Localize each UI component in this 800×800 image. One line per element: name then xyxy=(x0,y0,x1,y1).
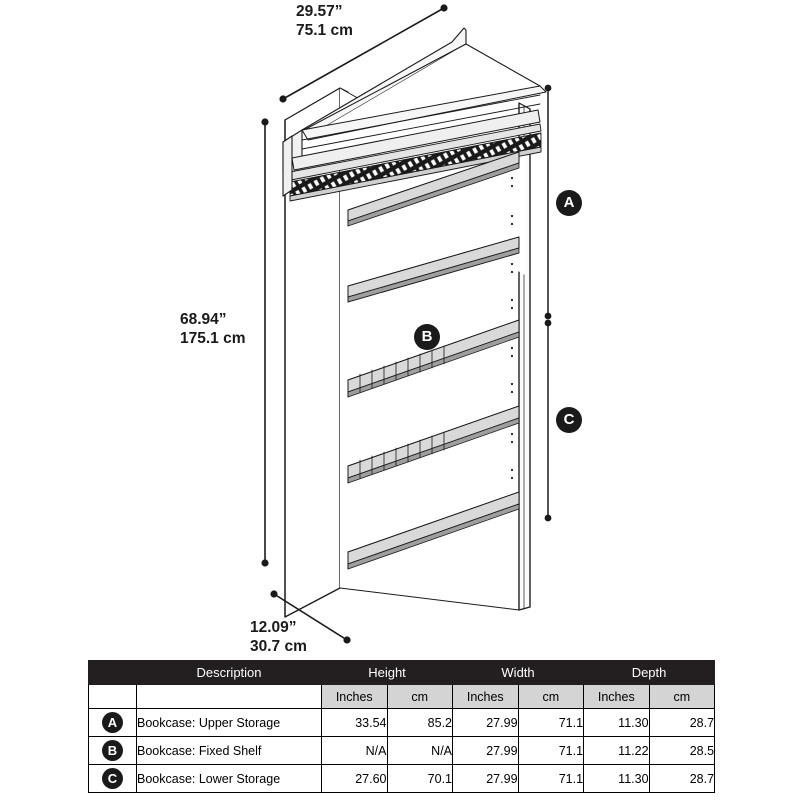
dimension-dots-height xyxy=(261,118,269,567)
row-description: Bookcase: Upper Storage xyxy=(136,708,322,737)
row-badge-cell: A xyxy=(88,708,137,737)
unit-height-cm: cm xyxy=(386,684,454,709)
row-description: Bookcase: Lower Storage xyxy=(136,764,322,793)
row-height-cm: 70.1 xyxy=(386,764,454,793)
row-depth-inches: 11.22 xyxy=(583,736,650,765)
row-width-inches: 27.99 xyxy=(452,708,519,737)
width-inches-text: 29.57” xyxy=(296,3,343,20)
shelf-1 xyxy=(347,151,520,227)
shelf-support-ribs xyxy=(359,345,445,479)
row-width-inches: 27.99 xyxy=(452,764,519,793)
row-depth-cm: 28.7 xyxy=(648,764,716,793)
depth-cm-text: 30.7 cm xyxy=(250,638,307,655)
row-depth-inches: 11.30 xyxy=(583,708,650,737)
row-height-cm: 85.2 xyxy=(386,708,454,737)
table-row: C Bookcase: Lower Storage 27.60 70.1 27.… xyxy=(88,764,716,793)
header-height: Height xyxy=(320,660,454,685)
row-width-cm: 71.1 xyxy=(517,764,585,793)
shelf-pin-holes xyxy=(510,176,514,480)
callout-badge-b: B xyxy=(414,324,440,350)
width-dimension-label: 29.57” 75.1 cm xyxy=(296,2,353,40)
row-badge-cell: C xyxy=(88,764,137,793)
dimension-dots-width xyxy=(279,4,448,103)
row-badge-c: C xyxy=(102,768,123,789)
row-badge-b: B xyxy=(102,740,123,761)
top-left-corner-block xyxy=(282,135,293,197)
table-body: A Bookcase: Upper Storage 33.54 85.2 27.… xyxy=(88,708,716,793)
depth-dimension-label: 12.09” 30.7 cm xyxy=(250,618,307,656)
row-depth-cm: 28.5 xyxy=(648,736,716,765)
dimension-dots-depth xyxy=(270,590,351,644)
header-width: Width xyxy=(452,660,585,685)
table-group-header-row: Description Height Width Depth xyxy=(88,660,716,685)
dimensions-table: Description Height Width Depth Inches cm… xyxy=(88,660,716,793)
unit-width-cm: cm xyxy=(517,684,585,709)
unit-badge-blank xyxy=(88,684,137,709)
row-depth-cm: 28.7 xyxy=(648,708,716,737)
width-cm-text: 75.1 cm xyxy=(296,22,353,39)
shelf-4 xyxy=(347,405,520,484)
row-height-inches: 27.60 xyxy=(321,764,388,793)
dimension-dots-upper-storage xyxy=(544,84,552,320)
depth-inches-text: 12.09” xyxy=(250,619,297,636)
height-dimension-label: 68.94” 175.1 cm xyxy=(180,310,246,348)
table-row: B Bookcase: Fixed Shelf N/A N/A 27.99 71… xyxy=(88,736,716,765)
shelf-2 xyxy=(347,236,520,303)
unit-width-inches: Inches xyxy=(452,684,519,709)
row-height-inches: 33.54 xyxy=(321,708,388,737)
row-height-cm: N/A xyxy=(386,736,454,765)
header-depth: Depth xyxy=(583,660,716,685)
callout-badge-c: C xyxy=(556,407,582,433)
row-description: Bookcase: Fixed Shelf xyxy=(136,736,322,765)
crown-moulding-top xyxy=(282,27,547,275)
unit-height-inches: Inches xyxy=(321,684,388,709)
dimension-line-width xyxy=(282,7,445,100)
row-depth-inches: 11.30 xyxy=(583,764,650,793)
unit-description-blank xyxy=(136,684,322,709)
shelf-3-fixed xyxy=(347,319,520,398)
header-description: Description xyxy=(136,660,322,685)
shelf-5-bottom xyxy=(347,491,520,570)
height-inches-text: 68.94” xyxy=(180,311,227,328)
row-width-cm: 71.1 xyxy=(517,708,585,737)
row-height-inches: N/A xyxy=(321,736,388,765)
table-row: A Bookcase: Upper Storage 33.54 85.2 27.… xyxy=(88,708,716,737)
row-badge-a: A xyxy=(102,712,123,733)
dimension-dots-lower-storage xyxy=(544,319,552,522)
bookcase-isometric-drawing: 29.57” 75.1 cm 68.94” 175.1 cm 12.09” 30… xyxy=(180,2,582,656)
dimension-line-depth xyxy=(273,593,348,641)
unit-depth-cm: cm xyxy=(648,684,716,709)
callout-badge-a: A xyxy=(556,190,582,216)
unit-depth-inches: Inches xyxy=(583,684,650,709)
row-width-cm: 71.1 xyxy=(517,736,585,765)
height-cm-text: 175.1 cm xyxy=(180,330,246,347)
row-badge-cell: B xyxy=(88,736,137,765)
header-badge-blank xyxy=(88,660,137,685)
table-head: Description Height Width Depth Inches cm… xyxy=(88,660,716,709)
row-width-inches: 27.99 xyxy=(452,736,519,765)
table-unit-header-row: Inches cm Inches cm Inches cm xyxy=(88,684,716,709)
